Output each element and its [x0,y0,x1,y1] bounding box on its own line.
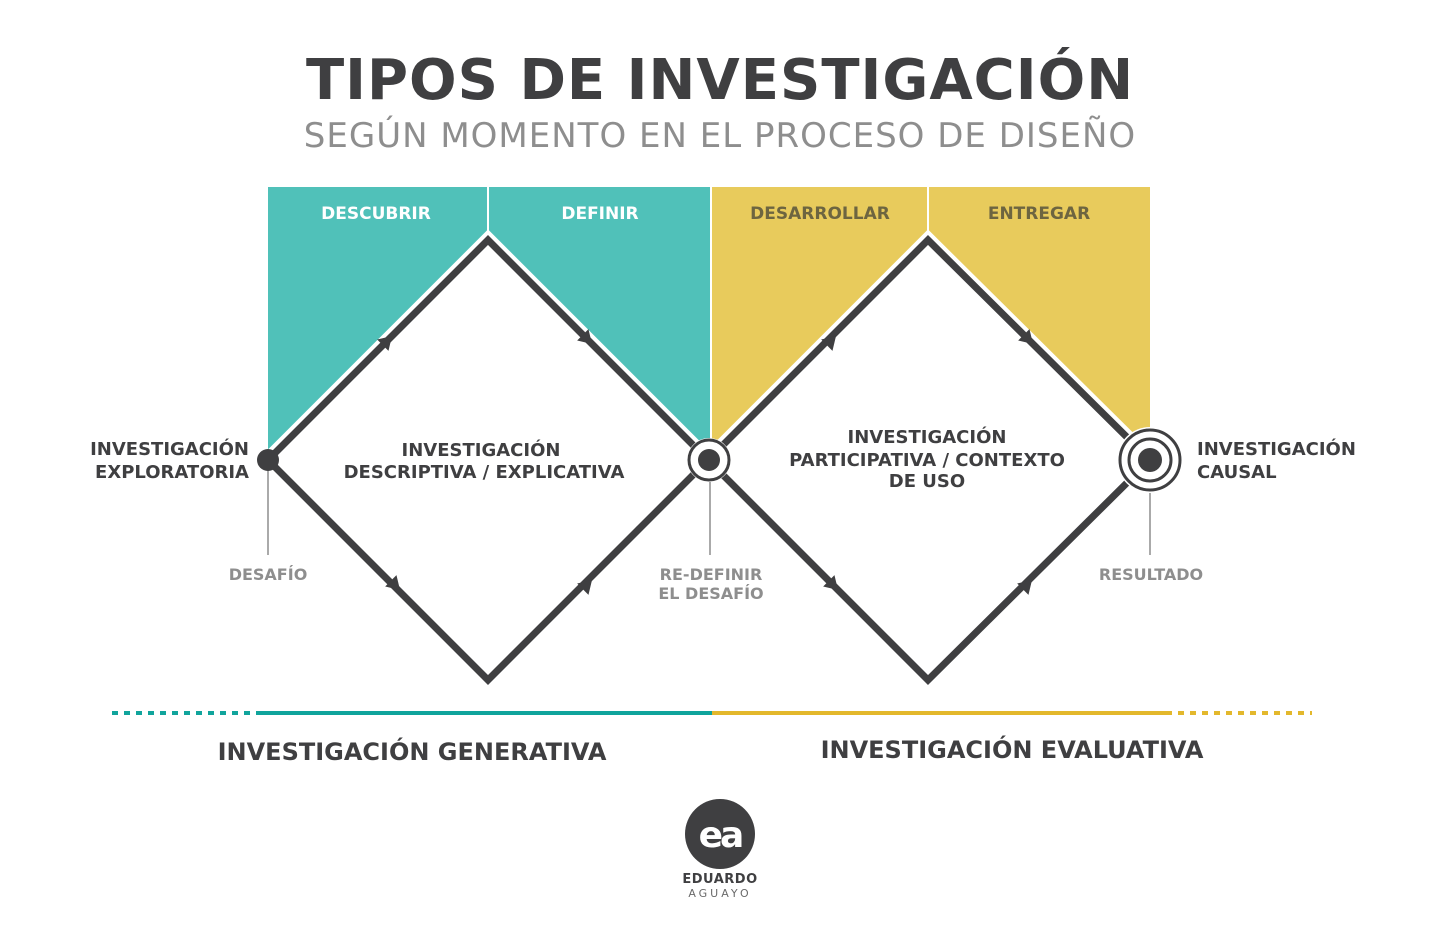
label-participative-line1: INVESTIGACIÓN [848,426,1007,448]
label-evaluative: INVESTIGACIÓN EVALUATIVA [821,734,1204,764]
arrow-icon [1018,329,1033,344]
phase-label-develop: DESARROLLAR [750,204,890,224]
redefine-node-icon [687,438,731,482]
label-causal-line1: INVESTIGACIÓN [1197,438,1356,460]
target-result-icon [1117,427,1183,493]
page-subtitle: SEGÚN MOMENTO EN EL PROCESO DE DISEÑO [303,116,1137,156]
arrow-icon [377,336,392,351]
arrow-icon [1017,580,1032,595]
arrow-icon [823,575,838,590]
arrow-icon [577,329,592,344]
logo-circle [685,799,755,869]
phase-label-define: DEFINIR [561,204,638,224]
label-redefine-line1: RE-DEFINIR [660,565,763,584]
label-causal-line2: CAUSAL [1197,462,1277,483]
logo: ea [685,799,755,869]
phase-panel-define [488,187,710,460]
label-exploratory-line1: INVESTIGACIÓN [90,438,249,460]
arrow-icon [821,336,836,351]
label-participative-line2: PARTICIPATIVA / CONTEXTO [789,450,1065,471]
label-descriptive-line1: INVESTIGACIÓN [402,439,561,461]
phase-label-discover: DESCUBRIR [321,204,431,224]
page-title: TIPOS DE INVESTIGACIÓN [305,48,1135,113]
arrow-icon [385,575,400,590]
label-challenge: DESAFÍO [229,565,308,584]
label-result: RESULTADO [1099,565,1203,584]
phase-label-deliver: ENTREGAR [988,204,1090,224]
logo-name: EDUARDO [682,872,758,887]
phase-panel-deliver [928,187,1150,460]
arrow-icon [577,580,592,595]
start-dot-icon [257,449,279,471]
logo-surname: AGUAYO [688,887,752,900]
label-redefine-line2: EL DESAFÍO [658,584,763,603]
label-generative: INVESTIGACIÓN GENERATIVA [218,736,607,766]
label-participative-line3: DE USO [889,471,965,492]
logo-mark: ea [699,815,742,856]
label-descriptive-line2: DESCRIPTIVA / EXPLICATIVA [344,462,625,483]
phase-panel-discover [268,187,488,460]
label-exploratory-line2: EXPLORATORIA [95,462,249,483]
